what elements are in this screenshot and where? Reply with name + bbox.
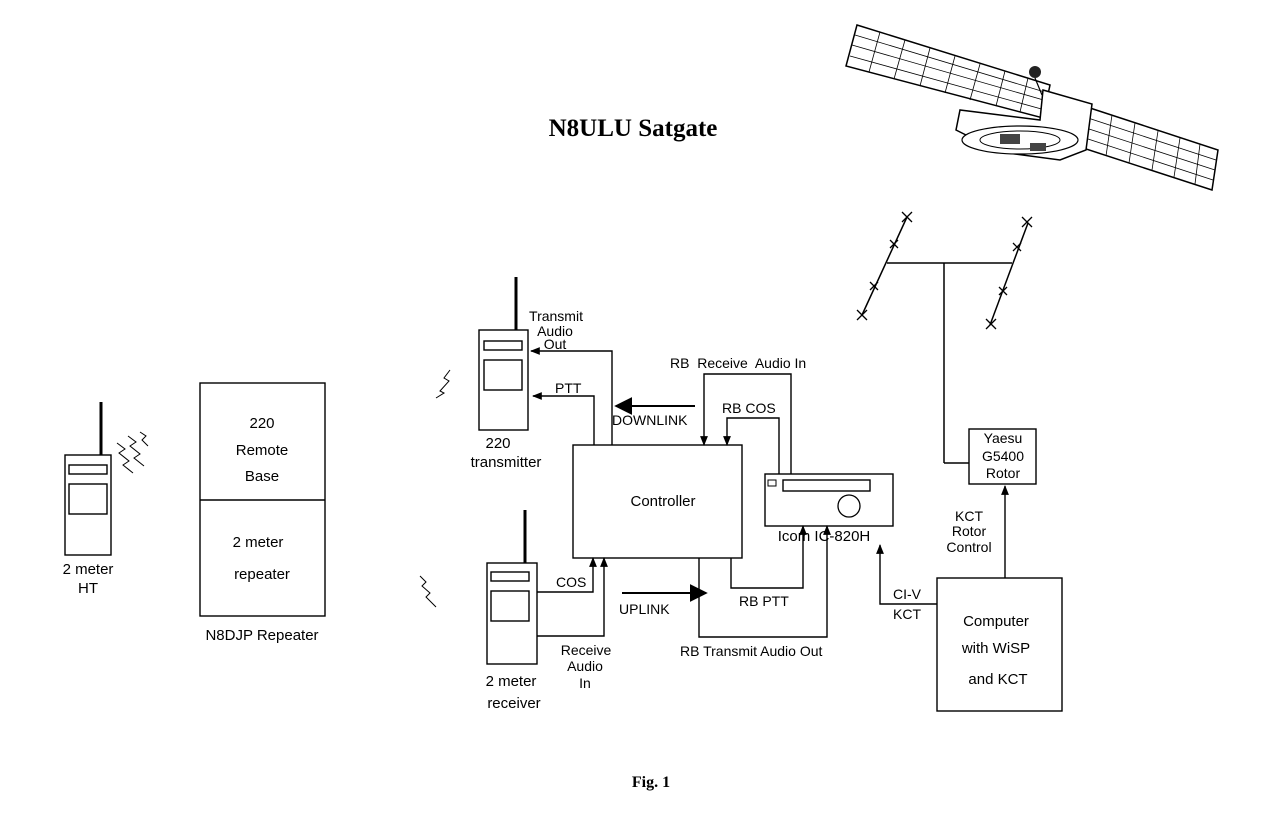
rf-signal-icon <box>116 369 451 608</box>
kct-rotor-control-label-3: Control <box>946 539 991 555</box>
wiring <box>530 347 1009 638</box>
computer-label-1: Computer <box>963 613 1029 630</box>
transmitter-label-1: 220 <box>485 435 510 452</box>
diagram-title: N8ULU Satgate <box>549 115 718 142</box>
receiver-label-2: receiver <box>487 695 540 712</box>
handheld-radio-icon <box>64 402 112 556</box>
handheld-radio-icon <box>486 510 538 665</box>
handheld-radio-icon <box>478 277 529 431</box>
rb-transmit-audio-out-label: RB Transmit Audio Out <box>680 643 823 659</box>
computer-box <box>936 577 1063 712</box>
cos-label: COS <box>556 574 586 590</box>
repeater-caption: N8DJP Repeater <box>205 627 318 644</box>
radio-label: Icom IC-820H <box>778 528 871 545</box>
remote-base-label-3: Base <box>245 468 279 485</box>
computer-label-2: with WiSP <box>961 640 1030 657</box>
rb-cos-label: RB COS <box>722 400 776 416</box>
controller-label: Controller <box>630 493 695 510</box>
ht-label: 2 meter <box>63 561 114 578</box>
repeater-label-2: repeater <box>234 566 290 583</box>
antenna-array-icon <box>856 211 1033 464</box>
civ-label-1: CI-V <box>893 586 922 602</box>
rotor-label-1: Yaesu <box>984 430 1023 446</box>
transmit-audio-out-label-2: Audio <box>537 323 573 339</box>
transmitter-label-2: transmitter <box>471 454 542 471</box>
remote-base-label-2: Remote <box>236 442 289 459</box>
controller-box <box>572 444 743 559</box>
remote-base-label-1: 220 <box>249 415 274 432</box>
ptt-label: PTT <box>555 380 582 396</box>
receive-audio-in-label-2: Audio <box>567 658 603 674</box>
receive-audio-in-label-3: In <box>579 675 591 691</box>
rb-receive-audio-in-label: RB Receive Audio In <box>670 355 806 371</box>
figure-caption: Fig. 1 <box>632 774 670 791</box>
satellite-icon <box>845 24 1219 191</box>
repeater-label-1: 2 meter <box>233 534 284 551</box>
transmit-audio-out-label-1: Transmit <box>529 308 583 324</box>
ht-label-2: HT <box>78 580 98 597</box>
rotor-box <box>968 428 1037 485</box>
rotor-label-2: G5400 <box>982 448 1024 464</box>
uplink-label: UPLINK <box>619 601 670 617</box>
kct-rotor-control-label-1: KCT <box>955 508 983 524</box>
receive-audio-in-label-1: Receive <box>561 642 612 658</box>
receiver-label-1: 2 meter <box>486 673 537 690</box>
computer-label-3: and KCT <box>968 671 1027 688</box>
downlink-label: DOWNLINK <box>612 412 688 428</box>
rb-ptt-label: RB PTT <box>739 593 789 609</box>
transceiver-icon <box>764 473 894 527</box>
civ-label-2: KCT <box>893 606 921 622</box>
transmit-audio-out-label-3: Out <box>544 336 567 352</box>
kct-rotor-control-label-2: Rotor <box>952 523 987 539</box>
rotor-label-3: Rotor <box>986 465 1021 481</box>
